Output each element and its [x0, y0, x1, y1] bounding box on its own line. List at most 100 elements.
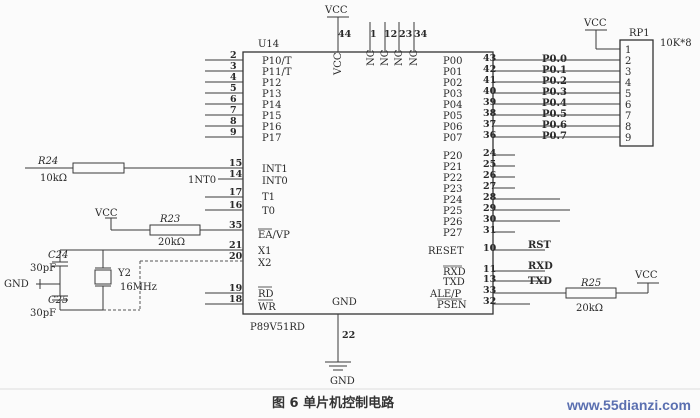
- pin-num: 21: [229, 240, 242, 251]
- pin-name: P13: [262, 89, 281, 100]
- pin-name: TXD: [443, 277, 465, 288]
- pin-num: 9: [230, 127, 237, 138]
- pin-num: 31: [483, 225, 496, 236]
- rp1-pin: 1: [625, 45, 631, 56]
- pin-name: P04: [443, 100, 462, 111]
- pin-num: 17: [229, 187, 242, 198]
- pin-name: INT1: [262, 164, 288, 175]
- pin-name: P27: [443, 228, 462, 239]
- pin-num: 24: [483, 148, 497, 159]
- gnd-symbol-label: GND: [330, 376, 355, 387]
- pin-num: 26: [483, 170, 497, 181]
- r25-ref: R25: [580, 278, 601, 289]
- net-label: P0.3: [542, 87, 567, 98]
- r24-ref: R24: [37, 156, 58, 167]
- pin-name: P05: [443, 111, 462, 122]
- pin-name: P00: [443, 56, 462, 67]
- r25-resistor: [565, 287, 617, 299]
- p0-wires: [493, 59, 620, 138]
- vcc-inside-label: VCC: [333, 52, 344, 76]
- pin-name: X2: [258, 258, 271, 269]
- pin-name: P22: [443, 173, 462, 184]
- pin-num: 41: [483, 75, 496, 86]
- net-label: P0.0: [542, 54, 567, 65]
- pin-name: RESET: [428, 246, 464, 257]
- pin-num: 43: [483, 53, 496, 64]
- pin-num: 4: [230, 72, 237, 83]
- y2-crystal: [94, 269, 112, 285]
- nc-label: NC: [409, 49, 420, 66]
- vcc-left-label: VCC: [94, 208, 118, 219]
- r23-ref: R23: [159, 214, 180, 225]
- rp1-body: [619, 39, 654, 147]
- pin-name: P03: [443, 89, 462, 100]
- pin-name: P20: [443, 151, 462, 162]
- rp1-vcc-label: VCC: [583, 18, 607, 29]
- pin-num: 37: [483, 119, 496, 130]
- r23-resistor: [149, 224, 201, 236]
- pin-num: 6: [230, 94, 237, 105]
- r25-value: 20kΩ: [576, 303, 603, 314]
- pin-num: 35: [229, 220, 242, 231]
- site-watermark: www.55dianzi.com: [566, 397, 691, 413]
- rp1-value: 10K*8: [660, 38, 692, 49]
- rp1-pin: 9: [625, 133, 631, 144]
- c24-ref: C24: [48, 250, 68, 261]
- rp1-pin: 6: [625, 100, 631, 111]
- pin-num: 2: [230, 50, 237, 61]
- net-label: TXD: [528, 276, 552, 287]
- net-label: RST: [528, 240, 552, 251]
- r24-value: 10kΩ: [40, 173, 67, 184]
- pin-num: 16: [229, 200, 243, 211]
- pin-num: 39: [483, 97, 497, 108]
- pin-name: P25: [443, 206, 462, 217]
- r24-resistor: [72, 162, 125, 174]
- pin-num: 11: [483, 264, 496, 275]
- pin-name: P01: [443, 67, 462, 78]
- pin-name: RXD: [443, 267, 466, 278]
- figure-caption: 图 6 单片机控制电路: [272, 395, 395, 411]
- pin-num: 13: [483, 274, 496, 285]
- pin-num: 29: [483, 203, 497, 214]
- pin-num: 14: [229, 169, 243, 180]
- pin-num: 3: [230, 61, 237, 72]
- pin-name: P24: [443, 195, 462, 206]
- pin-num: 7: [230, 105, 237, 116]
- nc-label: NC: [366, 49, 377, 66]
- nc-label: NC: [380, 49, 391, 66]
- pin-name: P06: [443, 122, 462, 133]
- pin-num: 27: [483, 181, 496, 192]
- rp1-pin: 3: [625, 67, 631, 78]
- pin-num: 10: [483, 243, 497, 254]
- pin-name: INT0: [262, 176, 288, 187]
- pin-num: 40: [483, 86, 497, 97]
- net-label: P0.7: [542, 131, 567, 142]
- c24-value: 30pF: [30, 263, 56, 274]
- pin-num: 19: [229, 283, 243, 294]
- y2-ref: Y2: [117, 268, 131, 279]
- pin-name: P07: [443, 133, 462, 144]
- pin-num: 28: [483, 192, 497, 203]
- net-label: P0.4: [542, 98, 567, 109]
- pin-num: 38: [483, 108, 497, 119]
- pin-name: P15: [262, 111, 281, 122]
- pin-name: T1: [262, 192, 275, 203]
- pin-num: 36: [483, 130, 497, 141]
- pin-name: P21: [443, 162, 462, 173]
- pin-num: 32: [483, 296, 496, 307]
- net-label: P0.6: [542, 120, 567, 131]
- pin-name: P02: [443, 78, 462, 89]
- chip-part-label: P89V51RD: [250, 322, 305, 333]
- pin-num: 33: [483, 285, 496, 296]
- pin-name: P10/T: [262, 56, 292, 67]
- pin-num: 8: [230, 116, 237, 127]
- nc-pin-num: 12: [384, 29, 397, 40]
- y2-value: 16MHz: [120, 282, 157, 293]
- rp1-pin: 5: [625, 89, 631, 100]
- net-label: P0.1: [542, 65, 567, 76]
- pin-num: 30: [483, 214, 497, 225]
- rp1-ref: RP1: [629, 28, 650, 39]
- pin-name: P23: [443, 184, 462, 195]
